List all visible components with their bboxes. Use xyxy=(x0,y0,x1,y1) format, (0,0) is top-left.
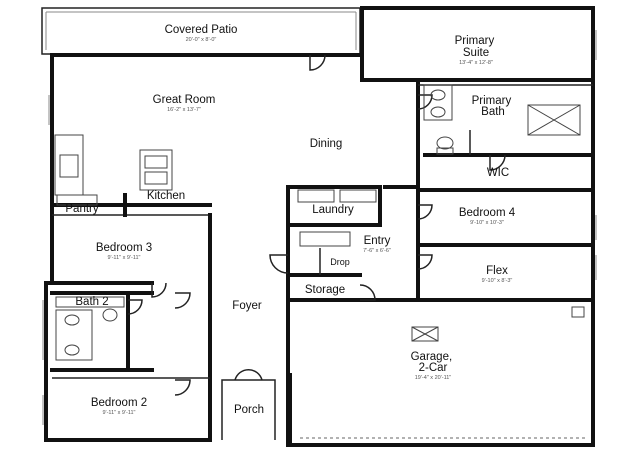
dim-garage: 19'-4" x 20'-11" xyxy=(415,375,452,381)
dim-flex: 9'-10" x 8'-3" xyxy=(482,278,513,284)
label-porch: Porch xyxy=(234,404,264,416)
label-garage: Garage, 2-Car xyxy=(411,351,456,374)
label-primary-suite: Primary Suite xyxy=(455,35,498,59)
label-great-room: Great Room xyxy=(153,94,216,106)
dim-bedroom-3: 9'-11" x 9'-11" xyxy=(107,255,140,261)
label-kitchen: Kitchen xyxy=(147,190,185,202)
label-flex: Flex xyxy=(486,265,508,277)
label-drop: Drop xyxy=(330,257,350,267)
label-foyer: Foyer xyxy=(232,300,262,312)
label-primary-suite-line-1: Primary xyxy=(455,35,495,47)
label-bath-2: Bath 2 xyxy=(75,296,108,308)
label-garage-line-1: Garage, xyxy=(411,351,453,363)
dim-bedroom-2: 9'-11" x 9'-11" xyxy=(102,410,135,416)
label-covered-patio: Covered Patio xyxy=(165,24,238,36)
label-pantry: Pantry xyxy=(65,203,98,215)
label-primary-bath: Primary Bath xyxy=(472,95,515,118)
label-bedroom-3: Bedroom 3 xyxy=(96,242,152,254)
label-storage: Storage xyxy=(305,284,345,296)
label-laundry: Laundry xyxy=(312,204,354,216)
room-labels: Covered Patio 20'-0" x 8'-0" Primary Sui… xyxy=(65,24,515,416)
label-primary-bath-line-2: Bath xyxy=(481,106,505,118)
label-dining: Dining xyxy=(310,138,343,150)
door-swings xyxy=(127,54,506,396)
label-bedroom-2: Bedroom 2 xyxy=(91,397,147,409)
label-entry: Entry xyxy=(364,235,391,247)
label-primary-suite-line-2: Suite xyxy=(463,47,489,59)
dim-bedroom-4: 9'-10" x 10'-3" xyxy=(470,220,504,226)
label-garage-line-2: 2-Car xyxy=(419,362,448,374)
label-primary-bath-line-1: Primary xyxy=(472,95,512,107)
dim-primary-suite: 13'-4" x 12'-8" xyxy=(459,60,493,66)
dim-covered-patio: 20'-0" x 8'-0" xyxy=(186,37,217,43)
label-wic: WIC xyxy=(487,167,509,179)
dim-entry: 7'-6" x 6'-6" xyxy=(363,248,391,254)
label-bedroom-4: Bedroom 4 xyxy=(459,207,516,219)
fixtures xyxy=(42,30,597,439)
dim-great-room: 16'-2" x 13'-7" xyxy=(167,107,201,113)
interior-walls xyxy=(50,78,595,447)
